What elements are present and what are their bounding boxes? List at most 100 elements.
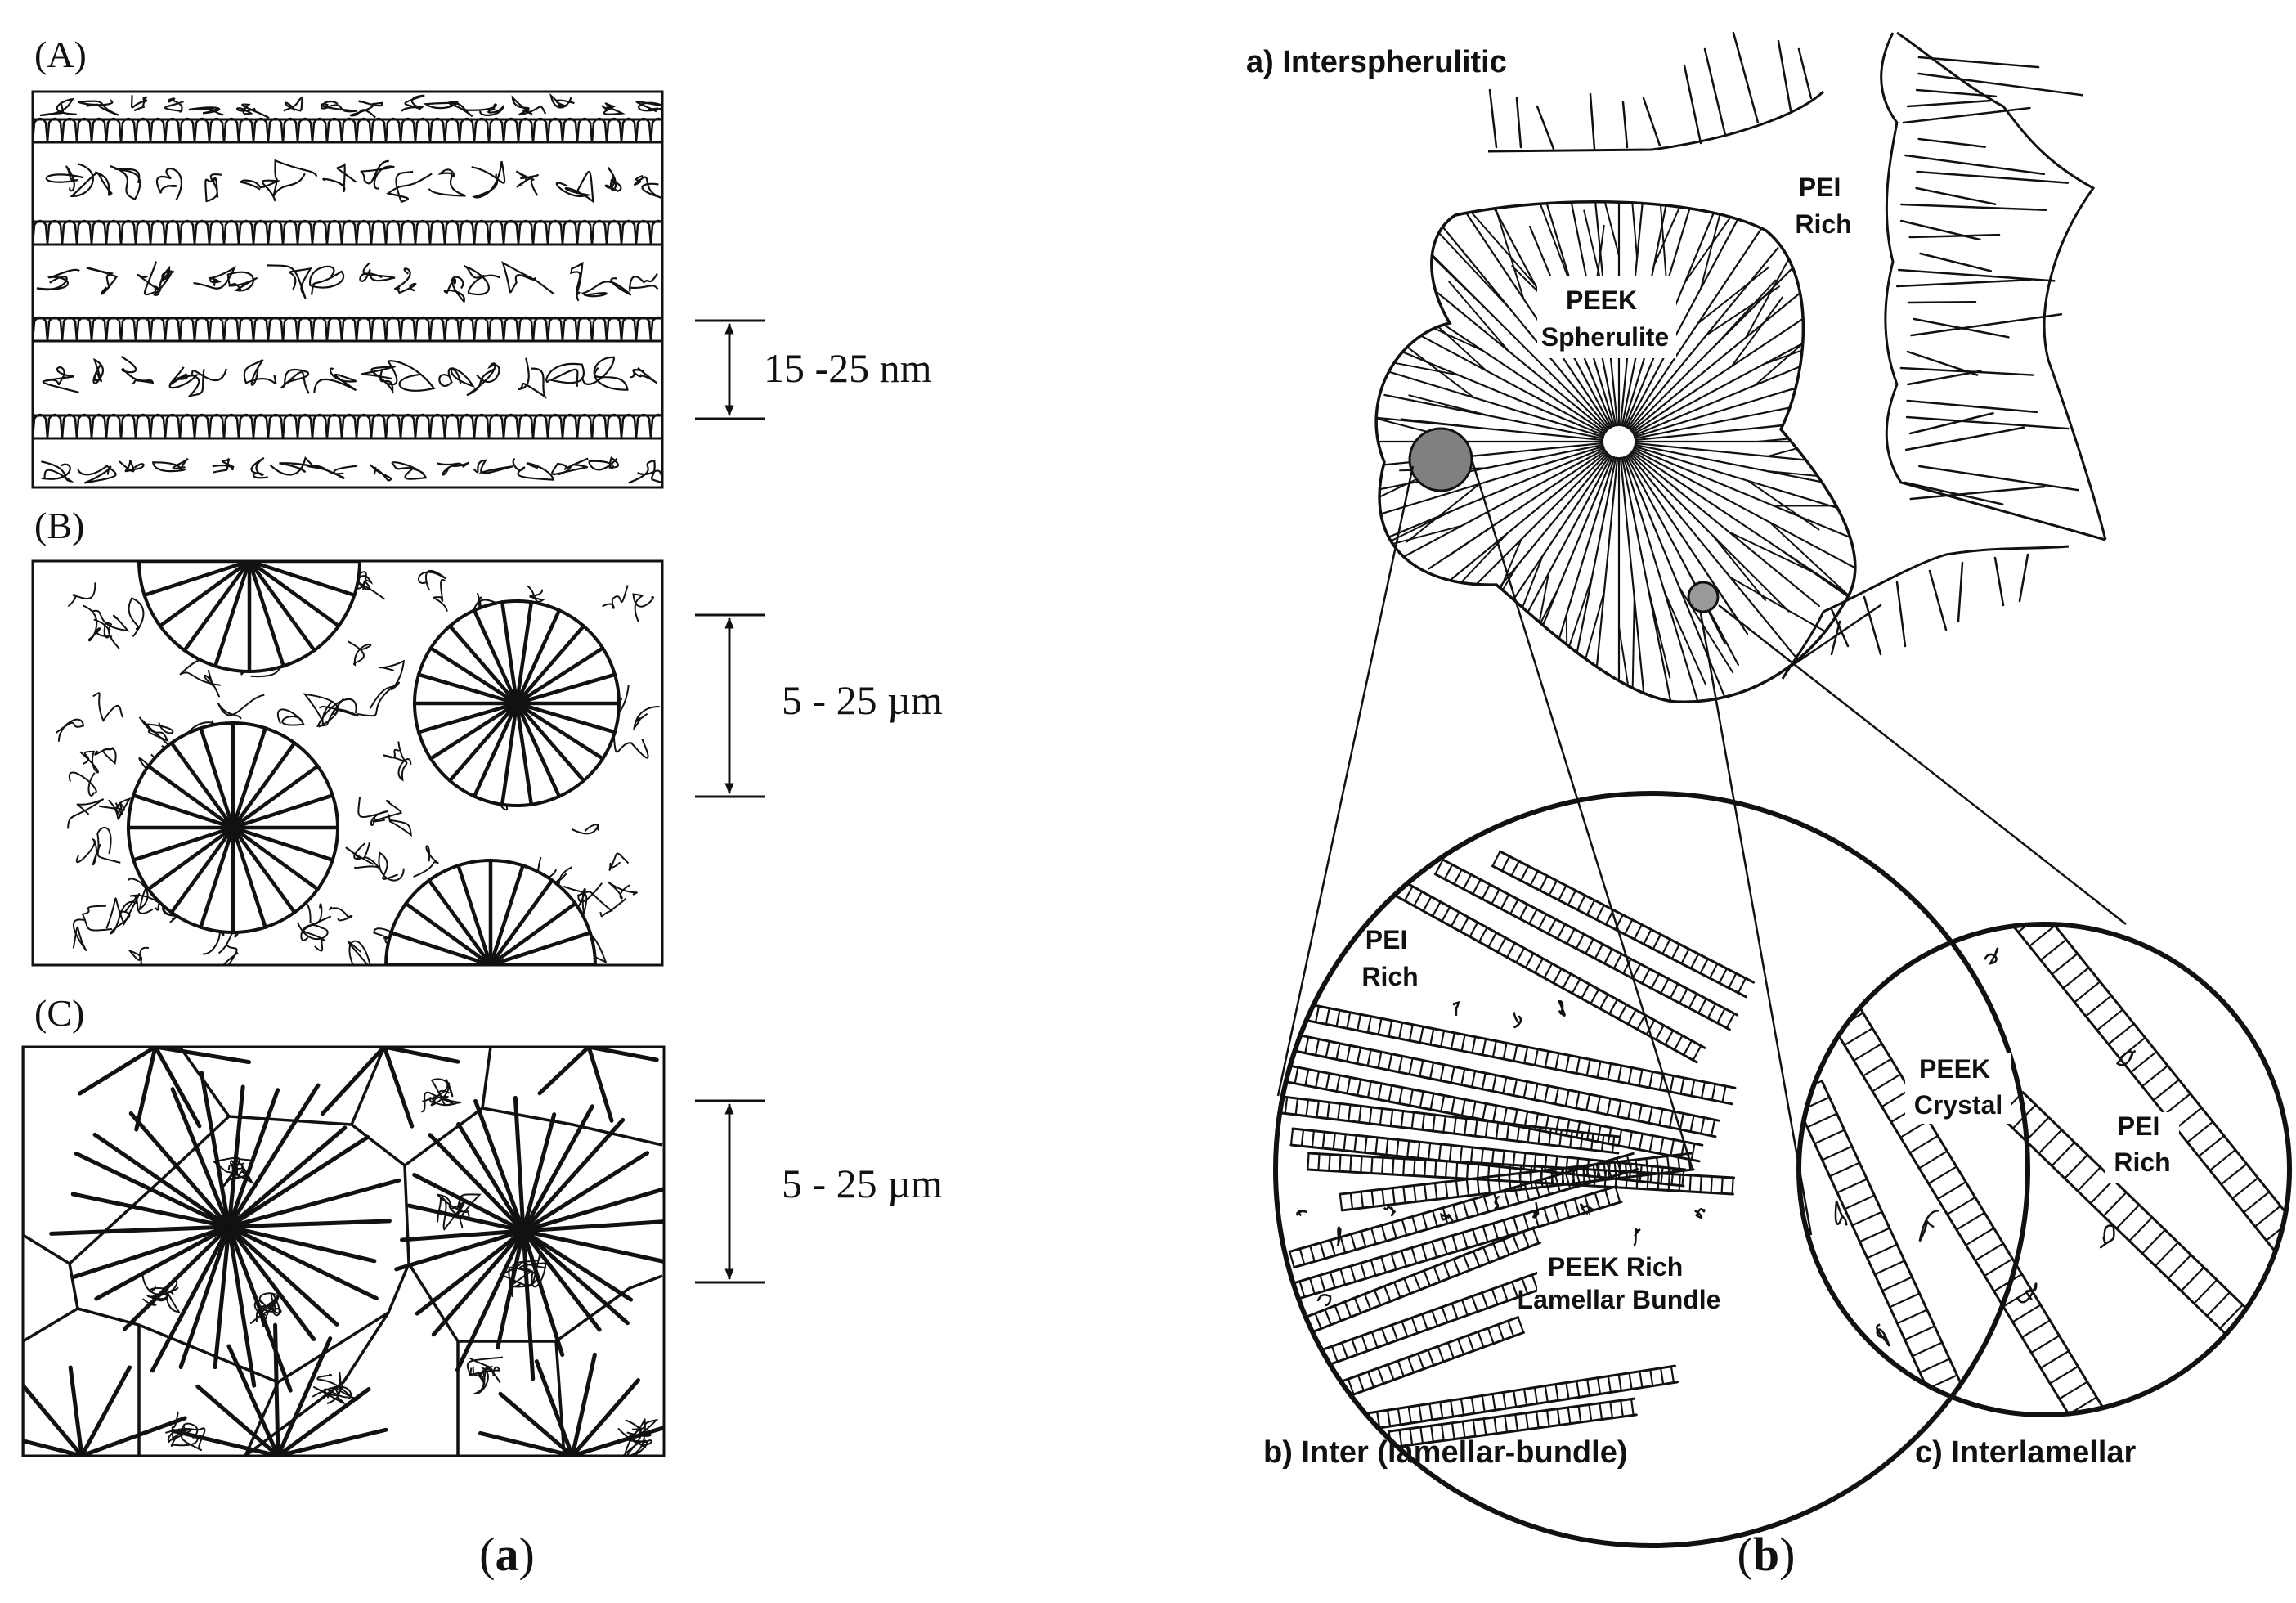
crystal-stem (1339, 1236, 1347, 1254)
crystal-stem (1408, 1088, 1414, 1107)
amorphous-chain (499, 1252, 545, 1287)
radial-lamella (231, 825, 267, 929)
spherulite-boundaries (23, 1047, 663, 1456)
fibril (1630, 452, 1790, 613)
spherulite (126, 721, 340, 935)
crystal-stem (1626, 1008, 1637, 1026)
crystal-stem (1453, 869, 1463, 886)
fibril (1630, 451, 1820, 608)
crystal-stem (1482, 1225, 1489, 1243)
chain-fold (33, 413, 662, 439)
ribbon-edge (1998, 1114, 2247, 1354)
crystal-stem (1325, 1040, 1330, 1058)
crystal-stem (1407, 1356, 1415, 1374)
crystal-stem (2231, 1177, 2259, 1200)
radial-lamella (488, 963, 493, 965)
radial-lamella (247, 561, 357, 597)
radial-lamella (70, 1192, 231, 1229)
amorphous-chain (518, 357, 547, 400)
crystal-stem (1392, 1156, 1395, 1176)
crystal-stem (1617, 1099, 1622, 1118)
radial-lamella (231, 825, 320, 891)
radial-lamella (514, 624, 586, 706)
radial-lamella (226, 1219, 392, 1229)
crystal-stem (1500, 855, 1511, 872)
amorphous-chain (555, 170, 594, 204)
amorphous-chain (428, 168, 466, 197)
amorphous-chain (387, 814, 412, 837)
spherulites (126, 561, 621, 965)
amorphous-chain (418, 570, 446, 591)
radial-lamella (570, 1453, 581, 1456)
crystal-stem (1351, 1338, 1359, 1356)
crystal-stem (1491, 1039, 1497, 1058)
crystal-stem (1936, 1181, 1967, 1201)
fibril (1376, 445, 1604, 520)
radial-lamella (169, 825, 235, 914)
crystal-stem (1500, 1284, 1509, 1302)
crystal-stem (1635, 1158, 1639, 1177)
crystal-stem (1862, 1057, 1892, 1077)
crystal-stem (1377, 1082, 1383, 1101)
crystal-stem (1643, 928, 1652, 945)
crystal-stem (1298, 1247, 1306, 1266)
radial-lamella (394, 1228, 526, 1272)
spherulite-label-backdrop (1537, 276, 1676, 358)
amorphous-chain (96, 826, 121, 864)
spherulite-boundary (481, 1047, 492, 1109)
spherulite (137, 561, 362, 674)
crystal-stem (1364, 1135, 1368, 1154)
amorphous-chain (472, 1367, 501, 1394)
crystal-stem (1349, 1192, 1354, 1210)
crystal-stem (1585, 1093, 1591, 1111)
amorphous-chain (581, 277, 632, 298)
amorphous-chain (348, 640, 372, 667)
radial-lamella (23, 1439, 84, 1456)
crystal-stem (1335, 1042, 1341, 1061)
fragment-lamella (1908, 411, 1994, 435)
crystal-stem (1276, 1030, 1279, 1048)
crystal-stem (1440, 1030, 1446, 1048)
crystal-stem (1638, 1133, 1644, 1151)
crystal-stem (1317, 1152, 1321, 1171)
crystal-stem (2058, 1381, 2088, 1400)
crystal-stem (1576, 1120, 1581, 1139)
amorphous-chain (604, 166, 622, 192)
crystal-stem (1844, 1194, 1876, 1210)
spherulite-boundary (554, 1340, 566, 1456)
crystal-stem (2039, 1349, 2070, 1369)
ribbon-edge (1491, 864, 1747, 999)
crystal-stem (1419, 1090, 1424, 1109)
fibril (1376, 447, 1605, 568)
radial-lamella (537, 1047, 591, 1096)
crystal-stem (1828, 1161, 1861, 1178)
radial-lamella (199, 825, 235, 929)
crystal-stem (1451, 1096, 1456, 1115)
crystal-stem (1679, 987, 1688, 1004)
crystal-stem (1594, 943, 1604, 960)
crystal-stem (1308, 1277, 1316, 1295)
crystal-stem (1622, 958, 1632, 975)
radial-lamella (169, 741, 235, 830)
radial-lamella (269, 1453, 280, 1456)
crystal-stem (1699, 1174, 1702, 1193)
radial-lamella (170, 1087, 231, 1229)
crystal-stem (2209, 1148, 2236, 1172)
ribbon-edge (1303, 1226, 1536, 1319)
crystal-stem (2164, 1093, 2191, 1116)
fibril (1420, 201, 1610, 430)
fibril-branch (1684, 201, 1749, 283)
crystal-stem (1725, 1013, 1736, 1030)
crystal-stem (1398, 1022, 1404, 1039)
fibril-branch (1588, 201, 1620, 257)
radial-lamella (488, 878, 554, 965)
crystal-stem (1397, 1408, 1402, 1426)
crystal-stem (1377, 1367, 1385, 1385)
crystal-stem (1908, 1134, 1939, 1154)
amorphous-chain (356, 571, 385, 600)
crystal-stem (1379, 1107, 1383, 1126)
crystal-stem (1881, 1089, 1911, 1108)
crystal-stem (1401, 1218, 1408, 1237)
ribbon-edge (1499, 850, 1756, 984)
